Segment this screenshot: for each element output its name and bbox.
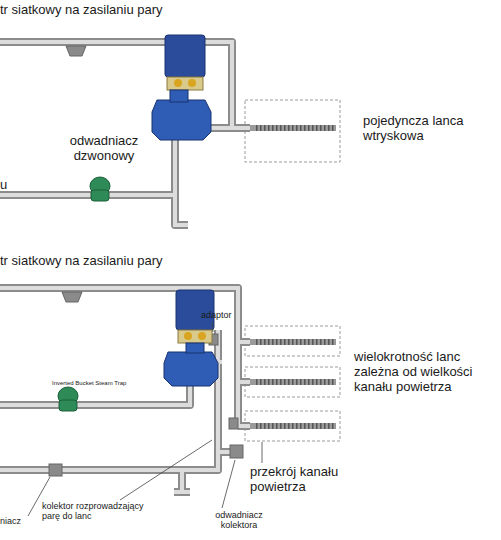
lance-nozzles [256,379,334,385]
collector-trap-label: odwadniacz kolektora [204,510,274,531]
valve-body [164,352,218,386]
valve-bonnet [186,343,204,353]
bucket-steam-trap [59,400,77,411]
valve-bonnet [170,90,188,102]
pipe-core [0,42,250,492]
air-duct-section [245,367,340,397]
air-duct-section [245,100,340,441]
pipe [0,42,250,492]
pipe [0,384,190,405]
leader-line [28,322,262,516]
lance-nozzles [256,423,334,429]
valve-body [152,100,211,140]
pipe-outline [0,42,250,492]
lance-nozzles [256,339,334,345]
air-duct-section [245,100,340,162]
control-valve [152,35,211,140]
valve-yoke [167,77,203,90]
lance-label: pojedyncza lanca wtryskowa [363,114,488,144]
leader-line [222,460,235,508]
strainer [66,46,86,56]
pipe [0,330,218,470]
collector-label: kolektor rozprowadzający parę do lanc [42,501,164,522]
strainer-label: tr siatkowy na zasilaniu pary [0,254,163,269]
valve-gauge [174,79,182,87]
leader-line [120,440,212,500]
injection-lance [250,423,336,429]
adaptor-label: adaptor [201,310,232,320]
lance-nozzles [256,125,334,131]
strainer [62,292,82,302]
cut-label: u [0,178,7,193]
air-duct-section [245,411,340,441]
injection-lance [250,128,336,426]
strainer-fitting [49,464,62,476]
valve-yoke [178,330,212,343]
valve-actuator [165,35,205,77]
pipe [0,42,250,128]
strainer-label: tr siatkowy na zasilaniu pary [0,3,163,18]
leader-line [212,322,213,332]
valve-gauge [188,79,196,87]
control-valve [164,290,218,386]
valve-gauge [184,332,192,340]
injection-lance [250,339,336,345]
duct-label: przekrój kanału powietrza [250,465,362,495]
bucket-steam-trap [91,190,109,201]
collector-trap [230,445,243,458]
adaptor [229,418,238,429]
bucket-steam-trap [58,177,110,411]
trap-label: niacz [0,516,21,526]
lance-count-label: wielokrotność lanc zależna od wielkości … [354,350,494,395]
injection-lance [250,379,336,385]
leader-line [262,442,263,463]
valve-gauge [198,332,206,340]
trap-label: Inverted Bucket Steam Trap [52,380,126,387]
injection-lance [250,125,336,131]
air-duct-section [245,326,340,356]
trap-label: odwadniacz dzwonowy [62,134,146,164]
